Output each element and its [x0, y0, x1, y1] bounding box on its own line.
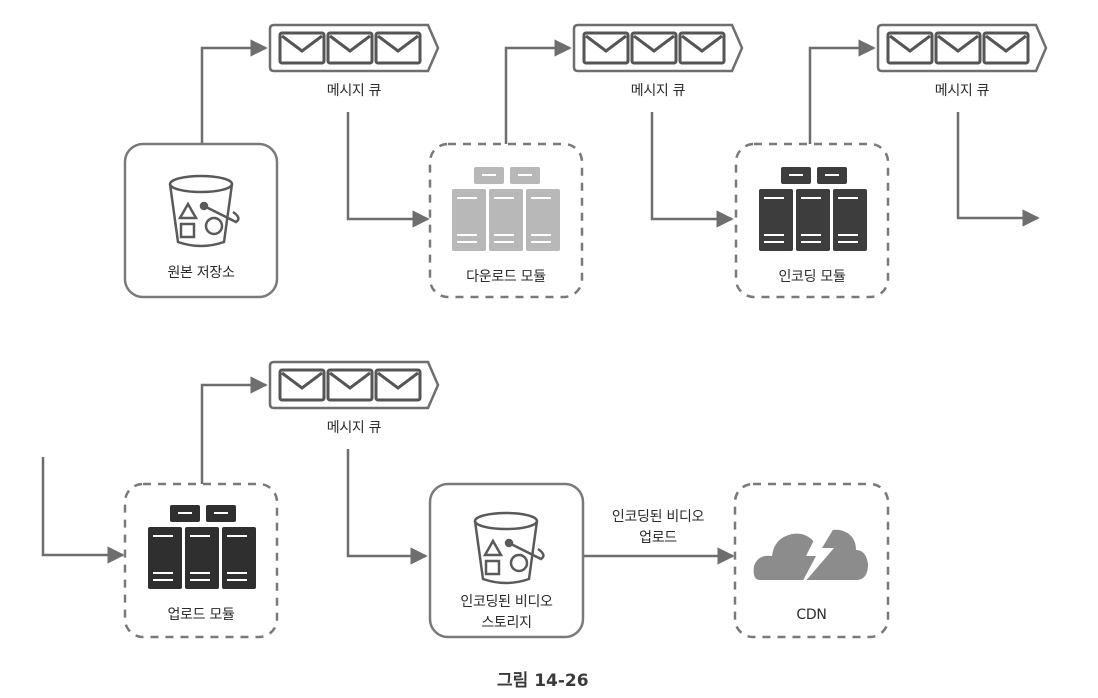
encoded-storage-box	[428, 482, 585, 639]
edge-continue-to-upload	[41, 457, 125, 564]
cloud-lightning-icon	[753, 524, 868, 590]
original-storage-box	[123, 142, 279, 299]
edge-upload-to-queue4	[200, 376, 268, 484]
cdn-label: CDN	[796, 607, 827, 623]
edge-queue1-to-download	[346, 112, 430, 228]
edge-label-line2: 업로드	[639, 530, 677, 546]
server-cluster-icon	[147, 504, 257, 590]
queue-label: 메시지 큐	[326, 420, 382, 436]
edge-queue3-continue	[956, 112, 1040, 227]
edge-queue2-to-encoding	[650, 112, 734, 228]
edge-queue4-to-encoded-storage	[346, 449, 428, 565]
figure-caption: 그림 14-26	[497, 671, 589, 691]
encoding-module-box	[734, 142, 890, 299]
queue-label: 메시지 큐	[630, 83, 686, 99]
message-queue-icon	[876, 23, 1048, 73]
queue-label: 메시지 큐	[934, 83, 990, 99]
original-storage-label: 원본 저장소	[167, 265, 235, 281]
edge-original-to-queue1	[200, 39, 268, 144]
queue-label: 메시지 큐	[326, 83, 382, 99]
message-queue-icon	[268, 23, 440, 73]
edge-encoding-to-queue3	[808, 39, 876, 144]
download-module-label: 다운로드 모듈	[466, 269, 546, 285]
edge-label-line1: 인코딩된 비디오	[611, 509, 705, 525]
encoded-storage-label-line2: 스토리지	[481, 615, 532, 631]
message-queue-icon	[572, 23, 744, 73]
message-queue-icon	[268, 360, 440, 410]
encoding-module-label: 인코딩 모듈	[778, 269, 846, 285]
download-module-box	[428, 142, 584, 299]
cdn-box	[733, 482, 890, 639]
server-cluster-icon	[758, 166, 868, 252]
upload-module-label: 업로드 모듈	[167, 607, 235, 623]
server-cluster-icon	[451, 166, 561, 252]
edge-download-to-queue2	[504, 39, 572, 144]
encoded-storage-label-line1: 인코딩된 비디오	[460, 594, 553, 610]
upload-module-box	[123, 482, 279, 639]
